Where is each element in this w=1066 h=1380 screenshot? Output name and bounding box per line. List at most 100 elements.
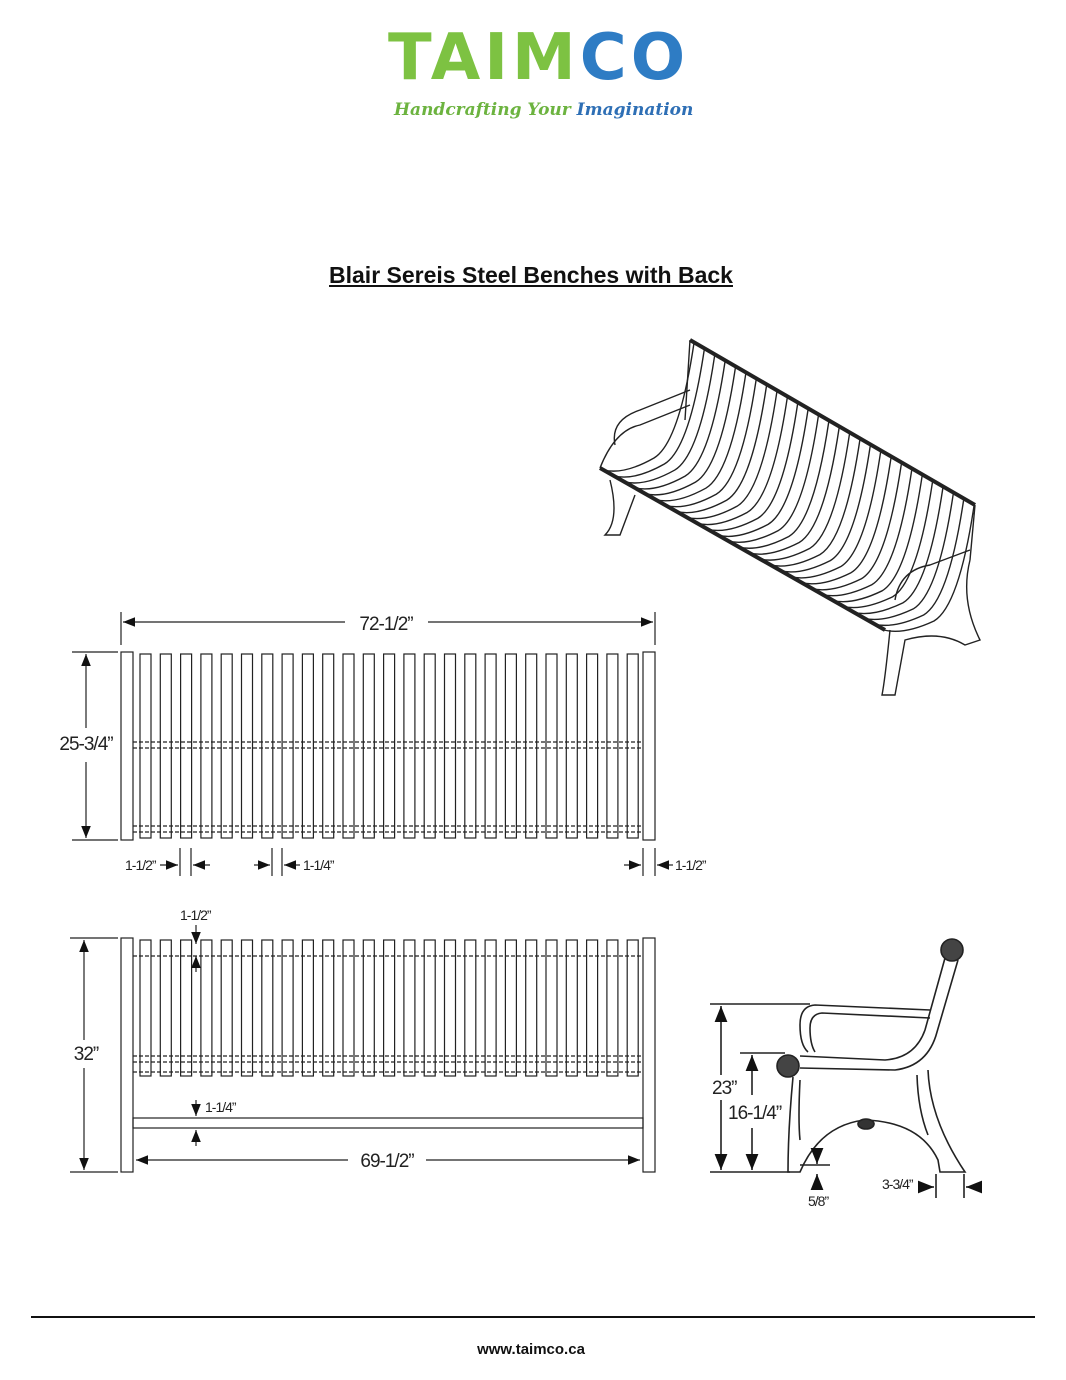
slat [139, 939, 152, 1077]
slat [525, 939, 538, 1077]
slat [484, 939, 497, 1077]
dim-height: 32” [74, 1044, 99, 1065]
slat [464, 653, 477, 839]
slat [180, 939, 193, 1077]
slat [707, 403, 799, 532]
slat [423, 653, 436, 839]
slat [565, 653, 578, 839]
dim-overall-width: 72-1/2” [359, 614, 413, 635]
dim-foot: 5/8” [808, 1193, 829, 1209]
slat [842, 481, 934, 609]
slat [342, 939, 355, 1077]
slat [800, 457, 892, 585]
slat [645, 367, 737, 496]
footer-divider [31, 1316, 1035, 1318]
slat [342, 653, 355, 839]
slat [749, 427, 840, 555]
slat [200, 653, 213, 839]
slat [614, 348, 706, 478]
dim-slat-gap: 1-1/4” [303, 857, 335, 873]
slat [464, 939, 477, 1077]
slat [403, 939, 416, 1077]
slat [686, 391, 778, 520]
logo-green: TAIM [388, 21, 580, 95]
slat [728, 415, 820, 544]
dim-slat-top: 1-1/2” [180, 907, 212, 923]
slat [301, 653, 314, 839]
slat [883, 505, 975, 633]
slat [603, 342, 695, 472]
bench-front-view [70, 925, 656, 1173]
slat [504, 653, 517, 839]
slat [525, 653, 538, 839]
slat [220, 653, 233, 839]
slat [403, 653, 416, 839]
slat [139, 653, 152, 839]
dim-foot-width: 3-3/4” [882, 1176, 914, 1192]
dim-rail: 1-1/4” [205, 1099, 237, 1115]
slat [281, 939, 294, 1077]
logo-tagline: Handcrafting Your Imagination [394, 100, 693, 120]
bench-perspective-drawing [599, 338, 981, 696]
slat [873, 499, 965, 627]
slat [666, 379, 757, 508]
slat [585, 939, 599, 1077]
slat [200, 939, 213, 1077]
slat [606, 939, 619, 1077]
slat [383, 653, 396, 839]
slat [738, 421, 830, 549]
slat [626, 939, 639, 1077]
page-title: Blair Sereis Steel Benches with Back [329, 262, 733, 288]
slat [159, 653, 172, 839]
slat [383, 939, 396, 1077]
slat [717, 409, 809, 538]
tagline-blue: Imagination [576, 100, 694, 120]
logo: TAIMCO [388, 26, 689, 90]
slat [322, 653, 335, 839]
bench-side-view [710, 938, 982, 1198]
slat [281, 653, 294, 839]
slat [240, 653, 254, 839]
slat [220, 939, 233, 1077]
slat [362, 653, 375, 839]
tagline-green: Handcrafting Your [394, 100, 571, 120]
slat [443, 653, 457, 839]
slat [863, 493, 954, 621]
slat [261, 939, 274, 1077]
slat [565, 939, 578, 1077]
dim-end-gap-left: 1-1/2” [125, 857, 157, 873]
slat [261, 653, 274, 839]
bench-top-view [72, 612, 673, 876]
slat [301, 939, 314, 1077]
slat [821, 469, 913, 597]
dim-end-gap-right: 1-1/2” [675, 857, 707, 873]
slat [362, 939, 375, 1077]
dim-depth: 25-3/4” [59, 734, 113, 755]
dim-inner-width: 69-1/2” [360, 1151, 414, 1172]
slat [322, 939, 335, 1077]
slat [240, 939, 254, 1077]
slat [626, 653, 639, 839]
slat [676, 385, 768, 514]
slat [606, 653, 619, 839]
slat [655, 373, 747, 502]
slat [545, 939, 558, 1077]
slat [790, 451, 882, 579]
logo-blue: CO [579, 21, 690, 95]
slat [545, 653, 558, 839]
slat [697, 397, 789, 526]
slat [852, 487, 944, 615]
slat [443, 939, 457, 1077]
slat [780, 445, 871, 573]
slat [159, 939, 172, 1077]
dim-arm-height: 23” [712, 1078, 737, 1099]
slat [585, 653, 599, 839]
footer-website: www.taimco.ca [477, 1341, 585, 1358]
slat [634, 361, 726, 490]
dim-seat-height: 16-1/4” [728, 1103, 782, 1124]
slat [769, 439, 861, 567]
slat [759, 433, 851, 561]
slat [811, 463, 903, 591]
slat [504, 939, 517, 1077]
